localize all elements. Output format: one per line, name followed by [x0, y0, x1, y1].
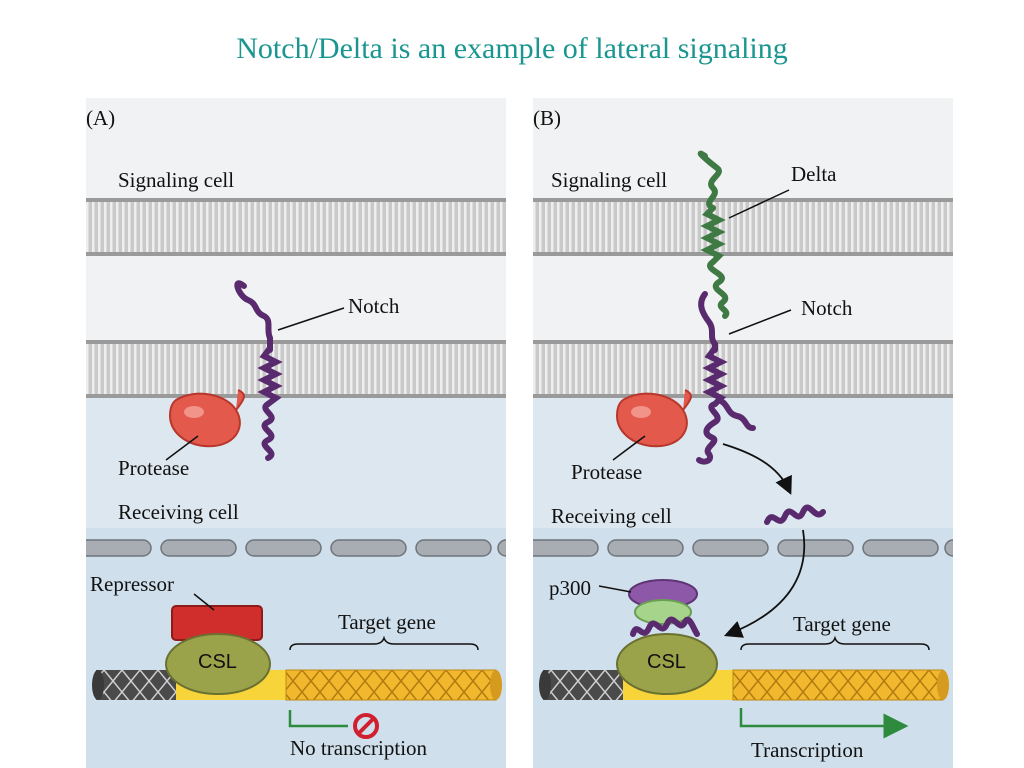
nucleus-background: [86, 528, 506, 768]
nuclear-translocation-arrow: [723, 529, 806, 638]
panel-a-target-gene-label: Target gene: [338, 610, 436, 634]
slide-title: Notch/Delta is an example of lateral sig…: [236, 32, 788, 65]
panel-a-signaling-cell-label: Signaling cell: [118, 168, 235, 192]
signaling-cell-membrane: [533, 198, 953, 256]
dna-strand-left: [543, 670, 623, 700]
dna-strand-left: [96, 670, 176, 700]
panel-a-letter: (A): [86, 106, 116, 130]
panel-b-protease-label: Protease: [571, 460, 643, 484]
nuclear-envelope: [86, 539, 506, 557]
csl-shape: [616, 633, 718, 695]
panel-b-csl-label: CSL: [647, 651, 686, 673]
cleavage-arrow: [722, 443, 792, 495]
nicd-bound: [630, 616, 700, 637]
panel-b-receiving-cell-label: Receiving cell: [551, 504, 672, 528]
csl-shape: [165, 633, 271, 695]
panel-a: (A) Signaling cell Notch Protease Receiv…: [86, 98, 506, 768]
receiving-cell-membrane: [533, 340, 953, 398]
nucleus-background: [533, 528, 953, 768]
target-gene-shape: [732, 669, 944, 701]
nuclear-envelope: [533, 539, 953, 557]
panel-b-p300-label: p300: [549, 576, 591, 600]
transcription-start-line: [288, 710, 348, 728]
receiving-cell-membrane: [86, 340, 506, 398]
notch-intracellular-domain: [764, 504, 826, 525]
panel-b-figure: [533, 98, 953, 768]
target-gene-brace: [740, 635, 930, 651]
protease-shape: [168, 389, 245, 448]
panel-b-notch-label: Notch: [801, 296, 853, 320]
panel-a-protease-label: Protease: [118, 456, 190, 480]
panel-a-repressor-label: Repressor: [90, 572, 174, 596]
protease-shape: [615, 389, 692, 448]
delta-ligand: [697, 150, 730, 319]
coactivator-shape: [634, 599, 692, 625]
panel-b: (B) Signaling cell Delta Notch Protease …: [533, 98, 953, 768]
panel-a-receiving-cell-label: Receiving cell: [118, 500, 239, 524]
notch-receptor: [234, 280, 283, 461]
transcription-arrow: [739, 708, 909, 739]
panel-b-target-gene-label: Target gene: [793, 612, 891, 636]
panel-b-letter: (B): [533, 106, 561, 130]
panel-b-delta-label: Delta: [791, 162, 837, 186]
signaling-cell-membrane: [86, 198, 506, 256]
panel-a-outcome-label: No transcription: [290, 736, 428, 760]
panel-b-outcome-label: Transcription: [751, 738, 864, 762]
target-gene-shape: [285, 669, 497, 701]
panel-a-notch-label: Notch: [348, 294, 400, 318]
no-transcription-symbol: [353, 713, 379, 739]
panel-a-csl-label: CSL: [198, 651, 237, 673]
panel-b-signaling-cell-label: Signaling cell: [551, 168, 668, 192]
panel-a-figure: [86, 98, 506, 768]
notch-receptor: [696, 291, 756, 465]
target-gene-brace: [289, 635, 479, 651]
